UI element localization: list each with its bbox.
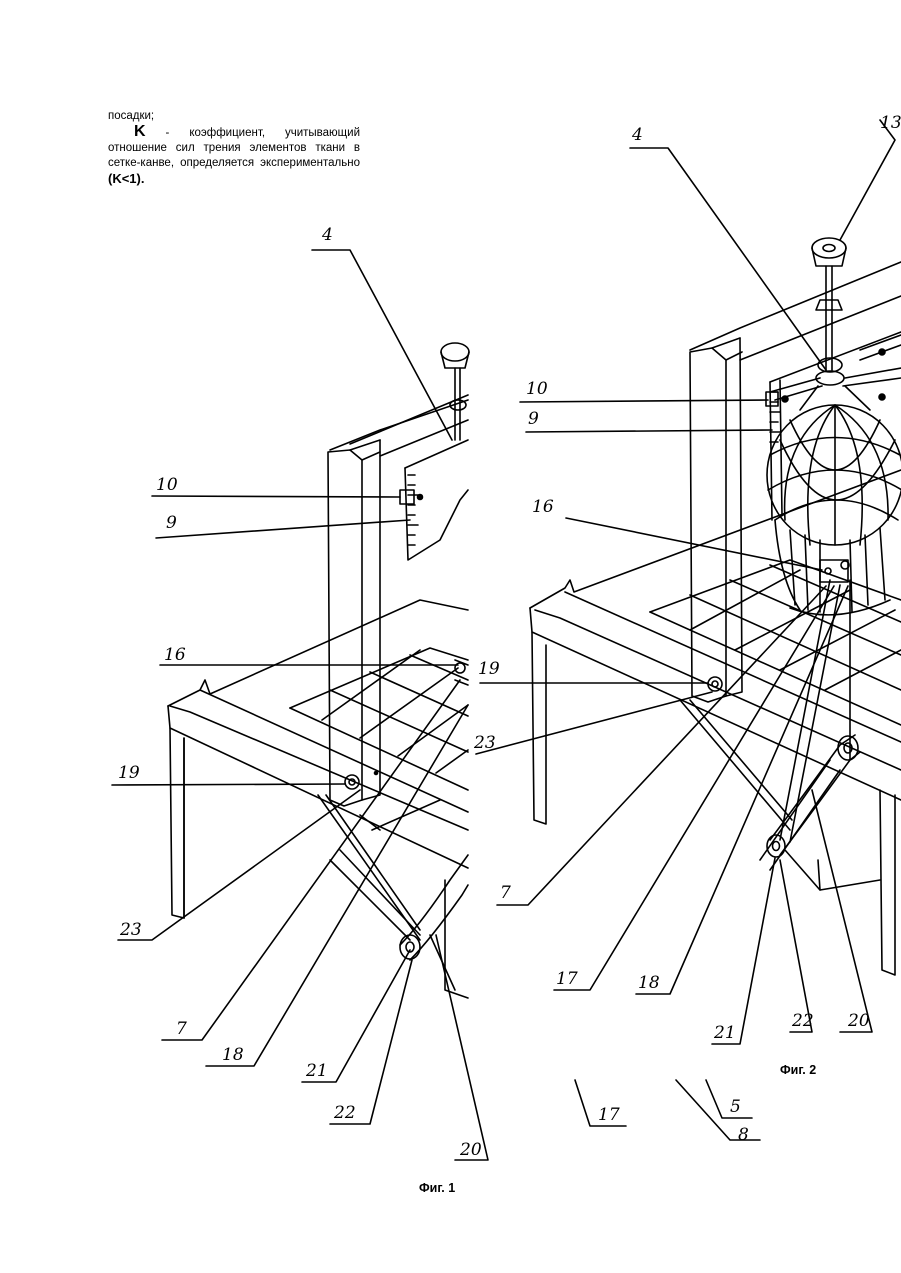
fig1-label-21: 21 [305, 1061, 328, 1081]
fig2-label-5: 5 [730, 1097, 741, 1117]
fig1-label-20: 20 [459, 1140, 482, 1160]
fig2-label-13: 13 [880, 113, 901, 133]
fig2-label-10: 10 [526, 379, 548, 399]
fig2-label-16: 16 [532, 497, 554, 517]
figure-2-caption: Фиг. 2 [780, 1063, 816, 1077]
fig1-label-10: 10 [156, 475, 178, 495]
fig2-label-21: 21 [713, 1023, 736, 1043]
figure-1-caption: Фиг. 1 [419, 1181, 455, 1195]
figure-2-drawing [476, 120, 901, 1140]
fig2-label-22: 22 [791, 1011, 814, 1031]
fig2-label-19: 19 [478, 659, 500, 679]
fig2-label-7: 7 [500, 883, 511, 903]
fig1-label-4: 4 [321, 225, 333, 245]
fig2-label-20: 20 [847, 1011, 870, 1031]
figure-1-labels: 4 10 9 16 19 23 7 18 21 22 20 [118, 225, 482, 1160]
fig1-label-23: 23 [119, 920, 142, 940]
fig1-label-16: 16 [164, 645, 186, 665]
fig1-label-9: 9 [166, 513, 177, 533]
fig2-label-4: 4 [631, 125, 643, 145]
figure-1-drawing [112, 250, 488, 1160]
fig1-label-7: 7 [176, 1019, 187, 1039]
fig2-label-17: 17 [556, 969, 578, 989]
fig1-label-19: 19 [118, 763, 140, 783]
fig1-label-18: 18 [222, 1045, 244, 1065]
fig2-label-9: 9 [528, 409, 539, 429]
fig2-label-23: 23 [473, 733, 496, 753]
fig2-label-18: 18 [638, 973, 660, 993]
fig1-label-22: 22 [333, 1103, 356, 1123]
fig2-label-17b: 17 [598, 1105, 620, 1125]
fig2-label-8: 8 [738, 1125, 749, 1145]
